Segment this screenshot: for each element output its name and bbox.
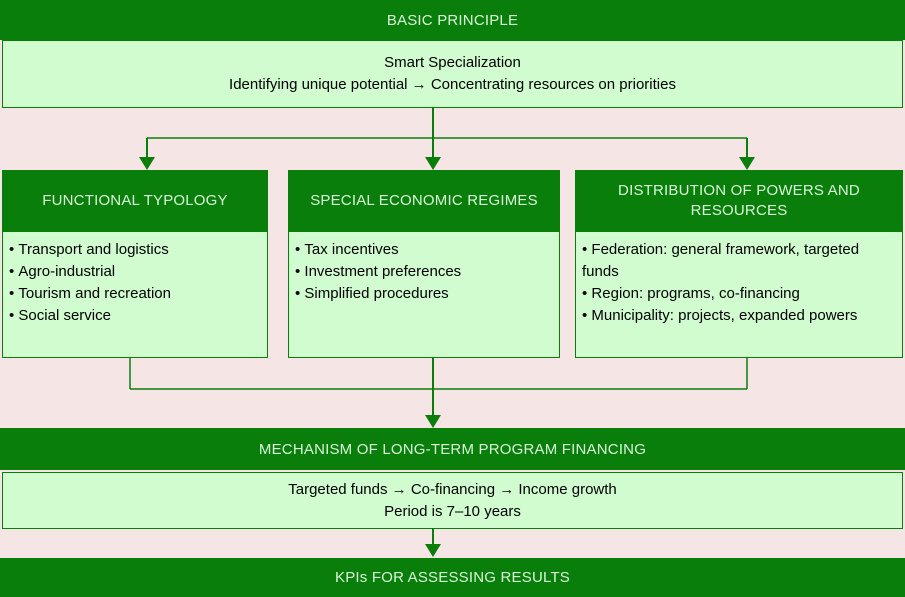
arrow-down-icon bbox=[425, 415, 441, 428]
list-item: Transport and logistics bbox=[9, 239, 261, 261]
financing-box: Targeted funds → Co-financing → Income g… bbox=[2, 472, 903, 529]
list-item: Federation: general framework, targeted … bbox=[582, 239, 896, 283]
list-item: Social service bbox=[9, 305, 261, 327]
financing-mechanism-banner: MECHANISM OF LONG-TERM PROGRAM FINANCING bbox=[0, 428, 905, 470]
financing-mechanism-title: MECHANISM OF LONG-TERM PROGRAM FINANCING bbox=[258, 440, 647, 458]
column-distribution-of-powers-body: Federation: general framework, targeted … bbox=[575, 232, 903, 358]
smart-specialization-box: Smart Specialization Identifying unique … bbox=[2, 40, 903, 108]
column-special-economic-regimes: SPECIAL ECONOMIC REGIMES Tax incentives … bbox=[288, 170, 560, 358]
column-functional-typology-body: Transport and logistics Agro-industrial … bbox=[2, 232, 268, 358]
column-title: SPECIAL ECONOMIC REGIMES bbox=[310, 192, 538, 209]
basic-principle-title: BASIC PRINCIPLE bbox=[386, 11, 519, 29]
arrow-down-icon bbox=[425, 544, 441, 557]
smart-specialization-line2: Identifying unique potential → Concentra… bbox=[229, 76, 676, 93]
financing-line2: Period is 7–10 years bbox=[384, 502, 521, 520]
kpi-banner: KPIs FOR ASSESSING RESULTS bbox=[0, 558, 905, 597]
list-item: Tax incentives bbox=[295, 239, 553, 261]
arrow-down-icon bbox=[139, 157, 755, 170]
financing-line1: Targeted funds → Co-financing → Income g… bbox=[288, 480, 617, 498]
bottom-merge-connector bbox=[129, 358, 748, 416]
basic-principle-banner: BASIC PRINCIPLE bbox=[0, 0, 905, 40]
column-title: FUNCTIONAL TYPOLOGY bbox=[42, 192, 228, 209]
list-item: Investment preferences bbox=[295, 261, 553, 283]
column-functional-typology-header: FUNCTIONAL TYPOLOGY bbox=[2, 170, 268, 232]
list-item: Agro-industrial bbox=[9, 261, 261, 283]
top-split-connector bbox=[146, 108, 748, 158]
column-special-economic-regimes-body: Tax incentives Investment preferences Si… bbox=[288, 232, 560, 358]
list-item: Region: programs, co-financing bbox=[582, 283, 896, 305]
kpi-title: KPIs FOR ASSESSING RESULTS bbox=[335, 569, 570, 586]
column-title: DISTRIBUTION OF POWERS AND RESOURCES bbox=[618, 182, 860, 219]
list-item: Tourism and recreation bbox=[9, 283, 261, 305]
list-item: Municipality: projects, expanded powers bbox=[582, 305, 896, 327]
column-special-economic-regimes-header: SPECIAL ECONOMIC REGIMES bbox=[288, 170, 560, 232]
smart-specialization-line1: Smart Specialization bbox=[384, 54, 521, 71]
column-distribution-of-powers-header: DISTRIBUTION OF POWERS AND RESOURCES bbox=[575, 170, 903, 232]
column-functional-typology: FUNCTIONAL TYPOLOGY Transport and logist… bbox=[2, 170, 268, 358]
column-distribution-of-powers: DISTRIBUTION OF POWERS AND RESOURCES Fed… bbox=[575, 170, 903, 358]
list-item: Simplified procedures bbox=[295, 283, 553, 305]
